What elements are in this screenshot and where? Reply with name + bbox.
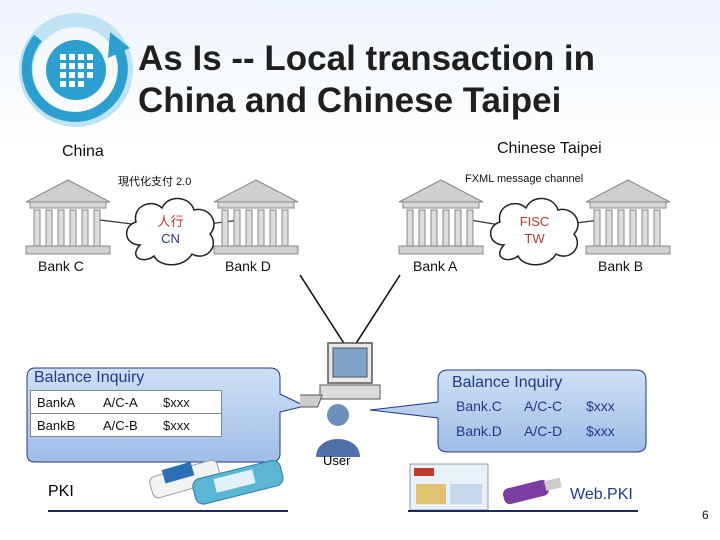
right-callout-title: Balance Inquiry — [452, 374, 563, 391]
bank-b-building-icon — [585, 179, 671, 255]
region-chinese-taipei: Chinese Taipei — [497, 140, 602, 157]
right-row2-bank: Bank.D — [456, 422, 502, 439]
webpki-card-icon — [409, 463, 562, 511]
pki-label: PKI — [48, 483, 74, 500]
bank-b-label: Bank B — [598, 258, 644, 274]
table-row: BankB A/C-B $xxx — [31, 414, 221, 436]
pki-token-icon — [149, 459, 284, 505]
webpki-underline — [408, 510, 638, 512]
cloud-cn-line1: 人行 — [157, 214, 184, 229]
bank-d-label: Bank D — [225, 258, 271, 274]
cloud-tw-line1: FISC — [519, 214, 550, 229]
page-number: 6 — [702, 508, 709, 522]
table-row: Bank.D A/C-D $xxx — [450, 418, 640, 443]
cloud-cn-line2: CN — [161, 231, 180, 246]
right-callout-bubble — [369, 369, 647, 453]
user-computer-icon — [300, 342, 381, 457]
table-row: BankA A/C-A $xxx — [31, 391, 221, 414]
cloud-tw-label: FISC TW — [497, 213, 572, 247]
right-balance-table: Bank.C A/C-C $xxx Bank.D A/C-D $xxx — [450, 393, 640, 443]
right-row1-amount: $xxx — [586, 397, 615, 414]
left-row2-bank: BankB — [37, 417, 76, 433]
page-title: As Is -- Local transaction in China and … — [138, 38, 708, 122]
right-row1-bank: Bank.C — [456, 397, 502, 414]
title-line-2: China and Chinese Taipei — [138, 81, 562, 120]
cloud-tw-line2: TW — [524, 231, 545, 246]
left-row2-account: A/C-B — [103, 417, 138, 433]
cloud-tw-icon — [490, 197, 579, 266]
bank-a-label: Bank A — [413, 258, 458, 274]
pki-underline — [48, 510, 288, 512]
left-row1-bank: BankA — [37, 394, 76, 410]
cloud-cn-icon — [126, 197, 215, 266]
bank-d-building-icon — [213, 179, 299, 255]
logo-icon — [19, 13, 133, 127]
left-row2-amount: $xxx — [163, 417, 190, 433]
left-callout-title: Balance Inquiry — [34, 369, 145, 386]
region-china: China — [62, 143, 104, 160]
left-balance-table: BankA A/C-A $xxx BankB A/C-B $xxx — [30, 390, 222, 437]
right-row2-amount: $xxx — [586, 422, 615, 439]
channel-taipei: FXML message channel — [465, 173, 584, 185]
bank-c-building-icon — [25, 179, 111, 255]
left-row1-amount: $xxx — [163, 394, 190, 410]
user-label: User — [323, 453, 351, 468]
table-row: Bank.C A/C-C $xxx — [450, 393, 640, 418]
bank-c-label: Bank C — [38, 258, 84, 274]
right-row2-account: A/C-D — [524, 422, 563, 439]
title-line-1: As Is -- Local transaction in — [138, 39, 596, 78]
bank-a-building-icon — [398, 179, 484, 255]
webpki-label: Web.PKI — [570, 486, 633, 503]
cloud-cn-label: 人行 CN — [133, 213, 208, 247]
left-row1-account: A/C-A — [103, 394, 138, 410]
right-row1-account: A/C-C — [524, 397, 563, 414]
channel-china: 現代化支付 2.0 — [118, 176, 192, 188]
